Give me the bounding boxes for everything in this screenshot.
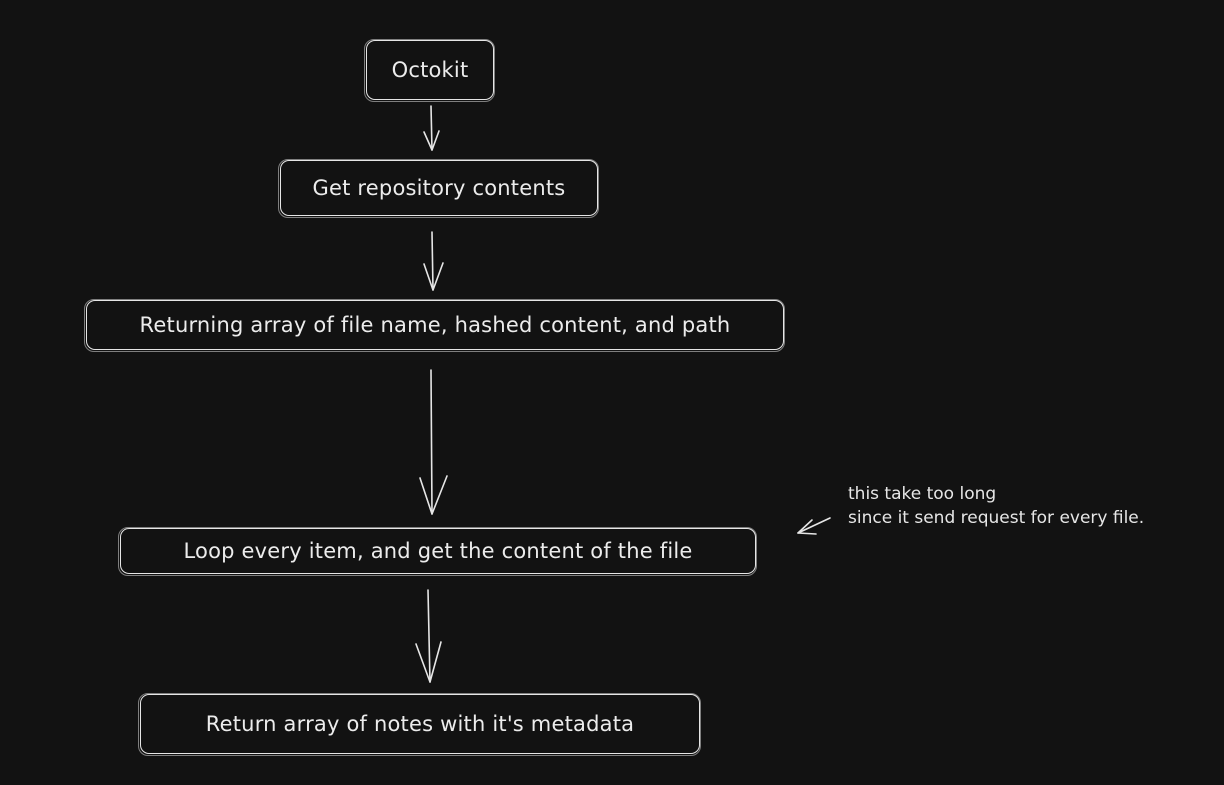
node-return-array-of-notes-label: Return array of notes with it's metadata [205, 712, 635, 736]
arrow-annotation-pointer [797, 517, 831, 535]
node-get-repository-contents: Get repository contents [278, 159, 599, 218]
annotation-note: this take too long since it send request… [848, 482, 1144, 530]
node-return-array-of-notes: Return array of notes with it's metadata [138, 693, 701, 756]
arrow-octokit-to-get [423, 105, 440, 151]
arrow-loop-to-return [415, 589, 442, 683]
annotation-line-2: since it send request for every file. [848, 508, 1145, 528]
arrow-returning-to-loop [419, 369, 448, 515]
node-loop-every-item-label: Loop every item, and get the content of … [183, 539, 693, 563]
annotation-line-1: this take too long [848, 484, 997, 504]
arrow-get-to-returning [423, 231, 444, 291]
node-returning-array: Returning array of file name, hashed con… [84, 299, 785, 352]
node-octokit: Octokit [364, 39, 495, 102]
node-get-repository-contents-label: Get repository contents [312, 176, 566, 200]
node-loop-every-item: Loop every item, and get the content of … [118, 527, 757, 576]
node-octokit-label: Octokit [391, 58, 469, 82]
node-returning-array-label: Returning array of file name, hashed con… [139, 313, 731, 337]
